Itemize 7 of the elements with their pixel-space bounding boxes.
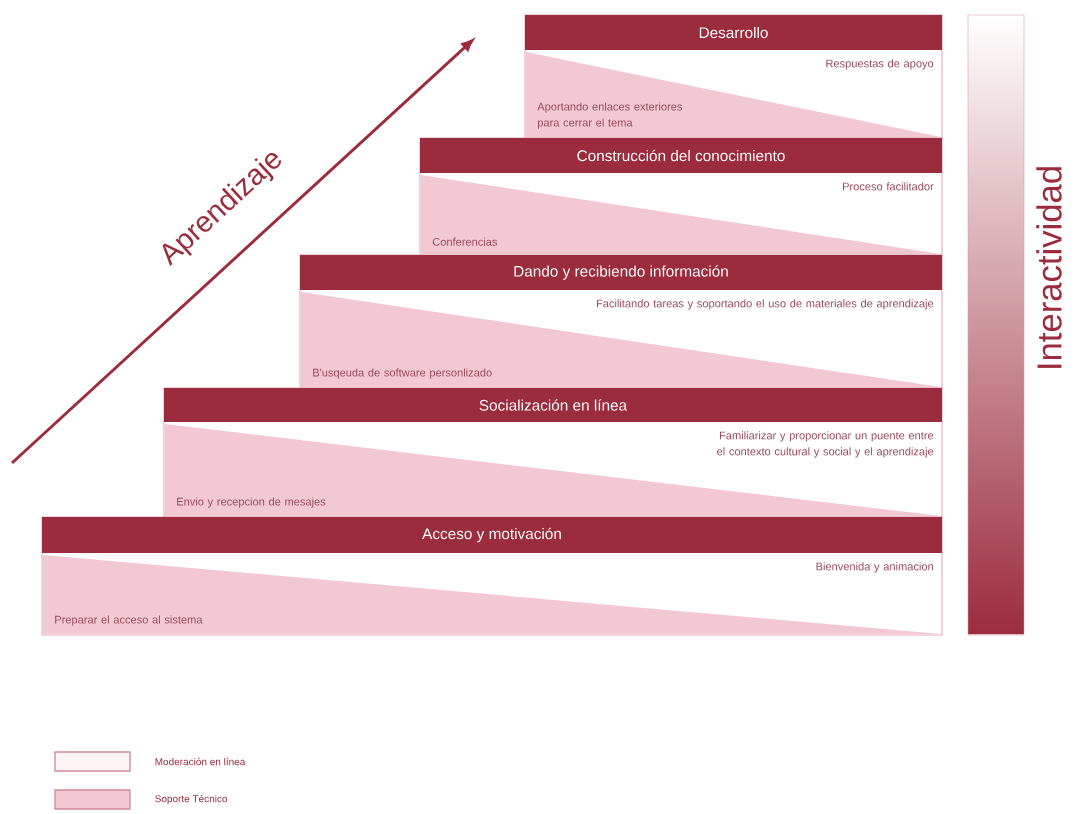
legend-label: Soporte Técnico (155, 794, 228, 805)
step-box: Acceso y motivación Bienvenida y animacion Preparar el acceso al sistema (41, 516, 943, 636)
legend-label: Moderación en línea (155, 757, 246, 766)
axis-label: Interactividad (1036, 167, 1062, 368)
step-box: Desarrollo Respuestas de apoyo Aportando enlaces exteriores para cerrar el tema (524, 14, 943, 139)
step-box: Socialización en línea Familiarizar y proporcionar un puente entre el contexto cultural y social y el aprendizaje Envio y recepcion de mesajes (163, 387, 943, 518)
step-box: Construcción del conocimiento Proceso facilitador Conferencias (419, 137, 943, 256)
